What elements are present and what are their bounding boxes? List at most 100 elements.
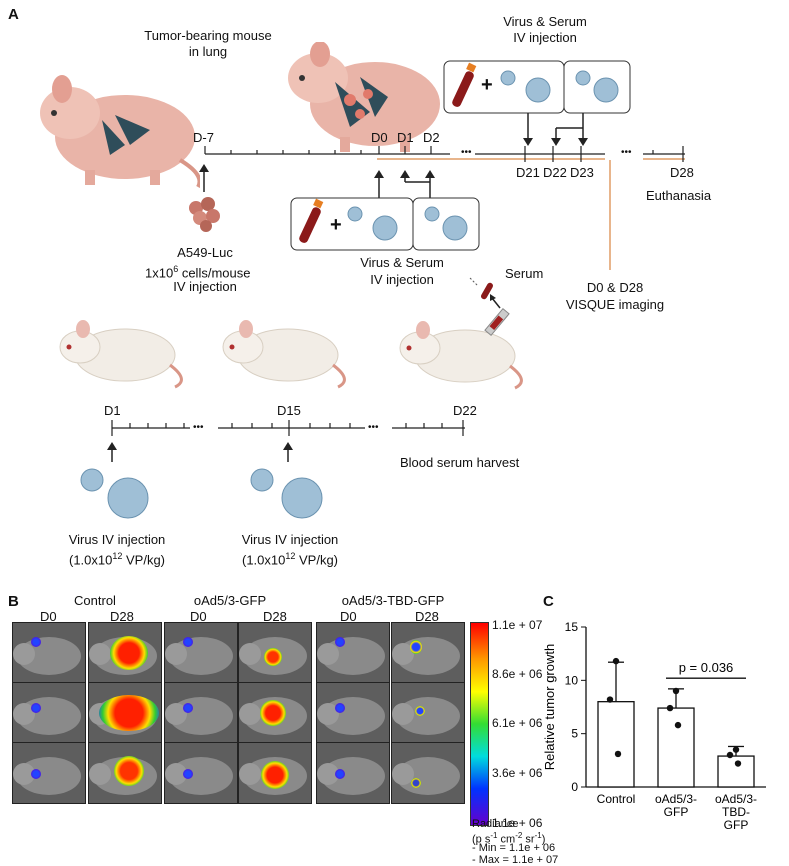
timeline-top-dm7: D-7: [193, 130, 214, 145]
tumor-title-1: Tumor-bearing mouse: [144, 28, 272, 43]
timeline-bottom-d15: D15: [277, 403, 301, 418]
radiance-color-scale: [470, 622, 489, 826]
serum-top-title-1: Virus & Serum: [503, 14, 587, 29]
data-point: [614, 750, 622, 758]
imaging-tile: [88, 742, 162, 804]
virus-inj-1-dose: (1.0x10: [68, 552, 113, 568]
virus-icon-group-1: [80, 442, 149, 519]
x-tick-label: oAd5/3-: [715, 792, 757, 806]
day-label-ctrl-d0: D0: [40, 609, 57, 624]
serum-tube-icon: [469, 277, 501, 309]
imaging-tile: [164, 622, 238, 684]
x-tick-label: TBD-: [722, 805, 750, 819]
a549-line2: 1x106 cells/mouse: [145, 262, 250, 280]
bar: [597, 701, 635, 788]
radiance-max: - Max = 1.1e + 07: [472, 854, 559, 866]
y-tick-label: 10: [565, 673, 579, 687]
blood-harvest-label: Blood serum harvest: [400, 455, 520, 470]
imaging-tile: [164, 742, 238, 804]
timeline-top-dots1: •••: [461, 147, 472, 158]
serum-mid-title-2: IV injection: [370, 272, 434, 287]
serum-top-title-2: IV injection: [513, 30, 577, 45]
serum-label: Serum: [505, 266, 544, 281]
a549-line1: A549-Luc: [177, 245, 233, 260]
injection-box-mid: [290, 170, 480, 251]
data-point: [606, 696, 614, 703]
x-tick-label: Control: [597, 792, 636, 806]
day-label-tbd-d28: D28: [415, 609, 439, 624]
radiance-units-cm: cm: [497, 833, 516, 846]
timeline-bottom-d22: D22: [453, 403, 477, 418]
a549-exp: 6: [173, 264, 179, 274]
panel-c-letter: C: [543, 593, 554, 610]
white-mouse-1: [59, 320, 183, 389]
mouse-illustration-left: [40, 75, 200, 189]
panel-b-letter: B: [8, 593, 19, 610]
imaging-tile: [238, 742, 312, 804]
serum-mid-title-1: Virus & Serum: [360, 255, 444, 270]
group-label-gfp: oAd5/3-GFP: [193, 593, 267, 608]
timeline-top-d23: D23: [570, 165, 594, 180]
timeline-top: [204, 146, 685, 162]
imaging-tile: [391, 622, 465, 684]
plus-top: +: [481, 74, 493, 96]
data-point: [732, 746, 740, 753]
a549-dose: 1x10: [145, 265, 174, 281]
day-label-tbd-d0: D0: [340, 609, 357, 624]
radiance-min: - Min = 1.1e + 06: [472, 842, 556, 854]
bar: [657, 707, 695, 788]
imaging-tile: [12, 682, 86, 744]
scale-tick-2: 8.6e + 06: [492, 667, 543, 681]
euthanasia-label: Euthanasia: [646, 188, 712, 203]
virus-inj-2-unit: VP/kg): [295, 552, 338, 568]
virus-inj-1-line1: Virus IV injection: [68, 532, 166, 547]
data-point: [726, 751, 734, 759]
virus-inj-1-line2: (1.0x1012 VP/kg): [52, 549, 182, 567]
visque-connector: [609, 160, 611, 270]
p-value-label: p = 0.036: [679, 660, 734, 675]
timeline-top-d22: D22: [543, 165, 567, 180]
white-mouse-2: [222, 320, 346, 389]
scale-tick-1: 1.1e + 07: [492, 618, 543, 632]
tumor-cells-icon: [189, 164, 220, 232]
group-label-tbd: oAd5/3-TBD-GFP: [341, 593, 445, 608]
day-label-ctrl-d28: D28: [110, 609, 134, 624]
data-point: [672, 687, 680, 695]
radiance-units: (p s-1 cm-2 sr-1): [472, 830, 545, 846]
timeline-top-d1: D1: [397, 130, 414, 145]
imaging-tile: [316, 622, 390, 684]
day-label-gfp-d28: D28: [263, 609, 287, 624]
mouse-illustration-center: [288, 42, 440, 152]
radiance-units-e2: -2: [515, 831, 523, 840]
group-label-control: Control: [74, 593, 116, 608]
radiance-units-sr: sr: [522, 833, 535, 846]
imaging-tile: [238, 682, 312, 744]
plus-mid: +: [330, 214, 342, 236]
visque-line1: D0 & D28: [586, 280, 644, 295]
data-point: [734, 760, 742, 767]
timeline-top-dots2: •••: [621, 147, 632, 158]
x-tick-label: GFP: [664, 805, 689, 819]
y-tick-label: 0: [571, 780, 578, 794]
radiance-units-e1: -1: [490, 831, 498, 840]
imaging-tile: [238, 622, 312, 684]
radiance-units-close: ): [541, 833, 546, 846]
bar: [717, 755, 755, 788]
scale-tick-5: 1.1e + 06: [492, 816, 543, 830]
scale-tick-4: 3.6e + 06: [492, 766, 543, 780]
tumor-title-2: in lung: [188, 44, 228, 59]
x-tick-label: GFP: [724, 818, 749, 832]
data-point: [666, 704, 674, 712]
imaging-tile: [12, 742, 86, 804]
radiance-title: Radiance: [472, 818, 519, 830]
timeline-top-d2: D2: [423, 130, 440, 145]
imaging-tile: [391, 742, 465, 804]
imaging-tile: [12, 622, 86, 684]
timeline-top-d21: D21: [516, 165, 540, 180]
scale-tick-3: 6.1e + 06: [492, 716, 543, 730]
imaging-tile: [164, 682, 238, 744]
a549-dose-unit: cells/mouse: [178, 265, 251, 281]
imaging-tile: [316, 682, 390, 744]
x-tick-label: oAd5/3-: [655, 792, 697, 806]
